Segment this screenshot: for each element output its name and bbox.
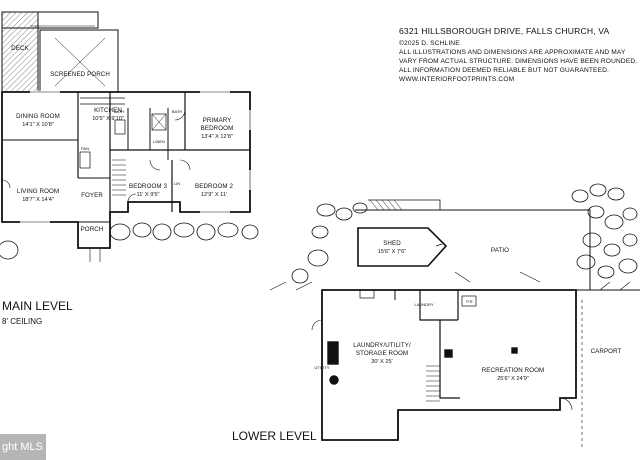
porch-label: PORCH <box>81 226 104 233</box>
shed-label: SHED <box>383 240 401 247</box>
disclaimer-line-2: VARY FROM ACTUAL STRUCTURE. DIMENSIONS H… <box>399 57 638 65</box>
primary-bedroom-label-2: BEDROOM <box>201 125 234 132</box>
powder-room-label: P.R. <box>466 299 473 304</box>
main-level-labels: DECK SCREENED PORCH DINING ROOM 14'1" X … <box>2 45 233 326</box>
main-level-title: MAIN LEVEL <box>2 299 73 313</box>
patio-area <box>355 199 591 290</box>
mls-watermark: ght MLS <box>0 434 46 460</box>
bedroom-3-dims: 11' X 9'5" <box>137 192 160 198</box>
recreation-room-dims: 25'6" X 24'9" <box>497 376 529 382</box>
lower-level-walls <box>311 281 640 450</box>
laundry-room-label-2: STORAGE ROOM <box>356 350 408 357</box>
laundry-room-dims: 30' X 25' <box>371 359 392 365</box>
bath-2-label: BATH <box>172 109 182 114</box>
lower-level-labels: SHED 15'6" X 7'6" PATIO LAUNDRY/UTILITY/… <box>232 240 622 443</box>
primary-bedroom-label-1: PRIMARY <box>203 117 232 124</box>
laundry-label: LAUNDRY <box>414 302 433 307</box>
pan-label: PAN <box>81 146 89 151</box>
linen-label: LINEN <box>153 139 165 144</box>
utility-label: UTILITY <box>315 365 330 370</box>
disclaimer-line-1: ALL ILLUSTRATIONS AND DIMENSIONS ARE APP… <box>399 48 626 56</box>
property-address: 6321 HILLSBOROUGH DRIVE, FALLS CHURCH, V… <box>399 26 610 36</box>
main-level-shrubs <box>0 222 259 262</box>
patio-label: PATIO <box>491 247 509 254</box>
dining-room-label: DINING ROOM <box>16 113 60 120</box>
deck-area <box>1 11 119 93</box>
living-room-label: LIVING ROOM <box>17 188 59 195</box>
dining-room-dims: 14'1" X 10'8" <box>22 122 54 128</box>
shed-dims: 15'6" X 7'6" <box>378 249 407 255</box>
bath-1-label: BATH <box>114 109 124 114</box>
bedroom-3-label: BEDROOM 3 <box>129 183 167 190</box>
carport-label: CARPORT <box>591 348 622 355</box>
lin-label: LIN <box>174 181 180 186</box>
plan-info-block: 6321 HILLSBOROUGH DRIVE, FALLS CHURCH, V… <box>399 26 639 85</box>
deck-label: DECK <box>11 45 29 52</box>
copyright-text: ©2025 D. SCHLINE <box>399 40 460 47</box>
main-level-ceiling: 8' CEILING <box>2 317 42 326</box>
website-text: WWW.INTERIORFOOTPRINTS.COM <box>399 75 515 83</box>
main-level-walls <box>1 90 252 249</box>
laundry-room-label-1: LAUNDRY/UTILITY/ <box>353 342 411 349</box>
bedroom-2-label: BEDROOM 2 <box>195 183 233 190</box>
kitchen-label: KITCHEN <box>94 107 122 114</box>
recreation-room-label: RECREATION ROOM <box>482 367 545 374</box>
lower-level-title: LOWER LEVEL <box>232 429 317 443</box>
foyer-label: FOYER <box>81 192 103 199</box>
kitchen-dims: 10'5" X 9'10" <box>92 116 124 122</box>
bedroom-2-dims: 12'9" X 11' <box>201 192 227 198</box>
disclaimer-line-3: ALL INFORMATION DEEMED RELIABLE BUT NOT … <box>399 66 610 74</box>
primary-bedroom-dims: 13'4" X 12'8" <box>201 134 233 140</box>
screened-porch-label: SCREENED PORCH <box>50 71 110 78</box>
lower-level-trees <box>269 183 638 291</box>
living-room-dims: 18'7" X 14'4" <box>22 197 54 203</box>
